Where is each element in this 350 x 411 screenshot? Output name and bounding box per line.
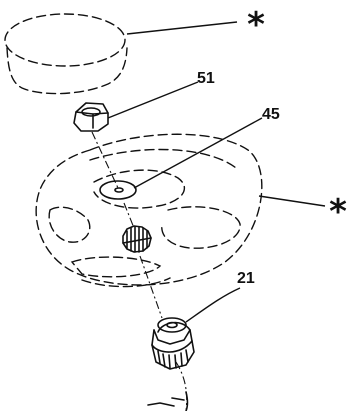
hub-spline-part — [122, 225, 152, 253]
cover-cap-part — [4, 13, 128, 95]
washer-callout: 45 — [262, 106, 280, 123]
hub-nut-callout: 21 — [237, 270, 255, 287]
wheel-part — [35, 133, 263, 288]
lower-part-fragment — [147, 391, 189, 411]
nut-part — [73, 102, 109, 132]
hub-nut-part — [151, 317, 195, 370]
wheel-leader — [258, 195, 326, 207]
wheel-callout: * — [329, 192, 347, 232]
washer-part — [99, 180, 137, 200]
nut-callout: 51 — [197, 70, 215, 87]
washer-leader — [133, 117, 263, 189]
nut-leader — [107, 81, 199, 119]
cover-leader — [126, 21, 238, 35]
cover-callout: * — [247, 5, 265, 45]
hub-nut-leader — [185, 287, 241, 323]
